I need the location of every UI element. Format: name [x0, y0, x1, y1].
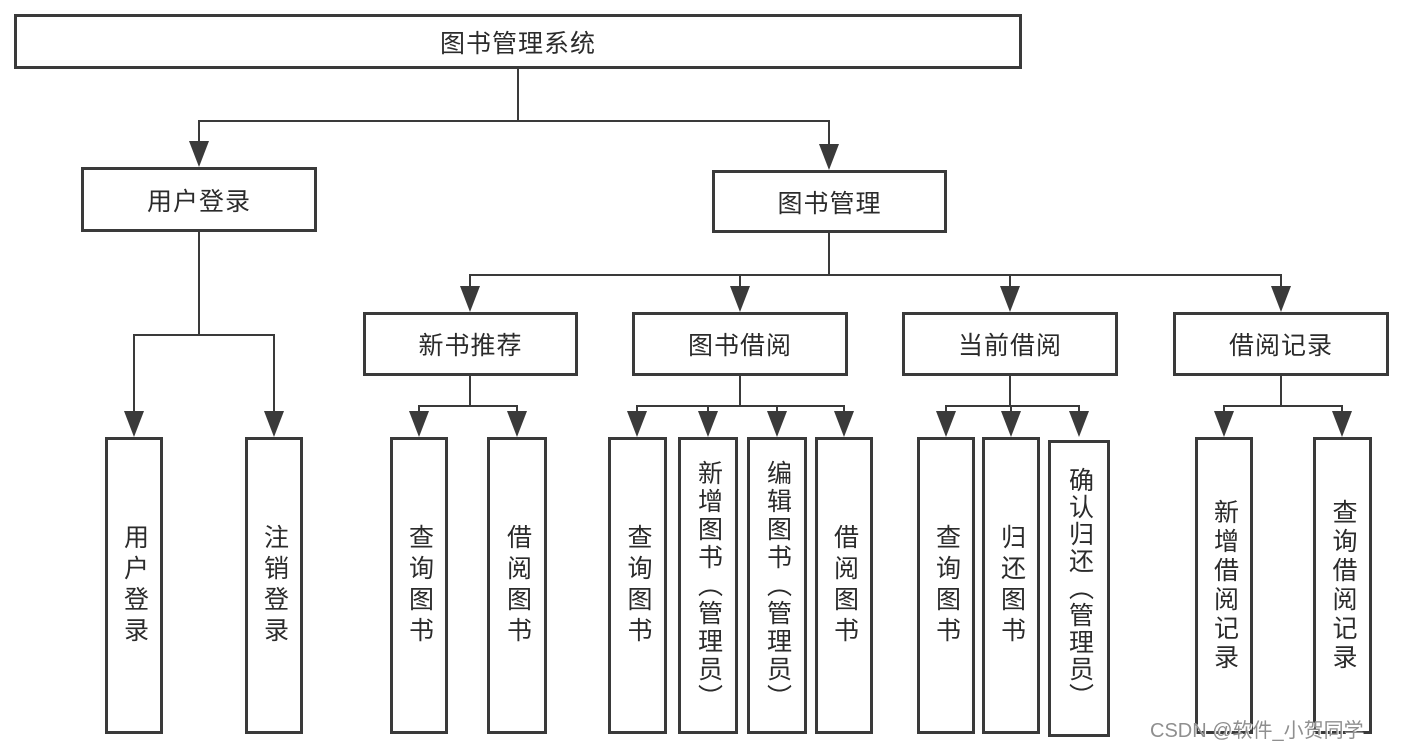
connector-drop — [273, 334, 275, 413]
connector-drop — [945, 405, 947, 415]
arrow-down-icon — [834, 411, 854, 437]
connector-current-borrow-stem — [1009, 376, 1011, 407]
connector-user-login-stem — [198, 232, 200, 336]
connector-drop — [1010, 405, 1012, 415]
connector-drop — [1078, 405, 1080, 415]
connector-user-login-rail — [133, 334, 275, 336]
connector-drop — [739, 274, 741, 287]
node-current-borrow: 当前借阅 — [902, 312, 1118, 376]
connector-root-stem — [517, 68, 519, 121]
arrow-down-icon — [819, 144, 839, 170]
connector-drop — [707, 405, 709, 415]
connector-drop — [1280, 274, 1282, 287]
node-label: 查询借阅记录 — [1329, 498, 1357, 673]
node-leaf-confirm-return-admin: 确认归还（管理员） — [1048, 440, 1110, 737]
node-leaf-query-books-1: 查询图书 — [390, 437, 448, 734]
connector-drop — [516, 405, 518, 415]
node-leaf-edit-books-admin: 编辑图书（管理员） — [747, 437, 807, 734]
connector-drop — [469, 274, 471, 287]
node-label: 新增借阅记录 — [1210, 498, 1239, 673]
arrow-down-icon — [627, 411, 647, 437]
node-label: 查询图书 — [405, 523, 434, 648]
node-user-login: 用户登录 — [81, 167, 317, 232]
connector-current-borrow-rail — [945, 405, 1080, 407]
node-label: 编辑图书（管理员） — [763, 459, 792, 712]
node-leaf-logout: 注销登录 — [245, 437, 303, 734]
node-leaf-add-books-admin: 新增图书（管理员） — [678, 437, 738, 734]
connector-book-mgmt-stem — [828, 233, 830, 275]
connector-drop — [843, 405, 845, 415]
connector-borrow-record-stem — [1280, 376, 1282, 407]
node-label: 新增图书（管理员） — [694, 459, 723, 712]
arrow-down-icon — [507, 411, 527, 437]
arrow-down-icon — [124, 411, 144, 437]
node-label: 新书推荐 — [418, 332, 523, 360]
node-leaf-query-books-3: 查询图书 — [917, 437, 975, 734]
node-label: 借阅图书 — [503, 523, 532, 648]
node-leaf-query-borrow-record: 查询借阅记录 — [1313, 437, 1372, 734]
node-new-book-recommend: 新书推荐 — [363, 312, 578, 376]
node-label: 用户登录 — [146, 187, 251, 216]
connector-drop — [418, 405, 420, 415]
connector-new-book-rail — [418, 405, 518, 407]
node-leaf-query-books-2: 查询图书 — [608, 437, 667, 734]
connector-book-borrow-stem — [739, 376, 741, 407]
connector-drop — [133, 334, 135, 413]
arrow-down-icon — [1001, 411, 1021, 437]
arrow-down-icon — [189, 141, 209, 167]
connector-drop — [1009, 274, 1011, 287]
arrow-down-icon — [1000, 286, 1020, 312]
connector-drop — [198, 120, 200, 143]
connector-book-mgmt-rail — [469, 274, 1282, 276]
connector-root-rail — [198, 120, 830, 122]
node-label: 图书借阅 — [687, 332, 792, 360]
node-label: 借阅图书 — [830, 523, 859, 648]
arrow-down-icon — [730, 286, 750, 312]
arrow-down-icon — [1332, 411, 1352, 437]
connector-drop — [776, 405, 778, 415]
node-label: 查询图书 — [624, 523, 652, 648]
connector-borrow-record-rail — [1223, 405, 1343, 407]
node-leaf-add-borrow-record: 新增借阅记录 — [1195, 437, 1253, 734]
arrow-down-icon — [698, 411, 718, 437]
connector-drop — [1341, 405, 1343, 415]
node-leaf-user-login: 用户登录 — [105, 437, 163, 734]
node-root: 图书管理系统 — [14, 14, 1022, 69]
node-leaf-borrow-books-2: 借阅图书 — [815, 437, 873, 734]
node-label: 当前借阅 — [957, 332, 1062, 360]
node-borrow-records: 借阅记录 — [1173, 312, 1389, 376]
node-book-management: 图书管理 — [712, 170, 947, 233]
arrow-down-icon — [936, 411, 956, 437]
node-leaf-borrow-books-1: 借阅图书 — [487, 437, 547, 734]
node-leaf-return-books: 归还图书 — [982, 437, 1040, 734]
node-label: 图书管理 — [777, 189, 882, 218]
connector-drop — [636, 405, 638, 415]
arrow-down-icon — [767, 411, 787, 437]
node-label: 借阅记录 — [1228, 332, 1333, 360]
node-book-borrow: 图书借阅 — [632, 312, 848, 376]
arrow-down-icon — [1271, 286, 1291, 312]
connector-book-borrow-rail — [636, 405, 845, 407]
arrow-down-icon — [264, 411, 284, 437]
node-label: 注销登录 — [260, 523, 289, 648]
connector-drop — [828, 120, 830, 146]
arrow-down-icon — [1069, 411, 1089, 437]
node-label: 确认归还（管理员） — [1065, 467, 1094, 710]
arrow-down-icon — [409, 411, 429, 437]
arrow-down-icon — [1214, 411, 1234, 437]
node-label: 图书管理系统 — [439, 29, 596, 58]
connector-drop — [1223, 405, 1225, 415]
node-label: 查询图书 — [932, 523, 961, 648]
node-label: 归还图书 — [997, 523, 1026, 648]
csdn-watermark: CSDN @软件_小贺同学 — [1150, 720, 1364, 742]
connector-new-book-stem — [469, 376, 471, 407]
arrow-down-icon — [460, 286, 480, 312]
node-label: 用户登录 — [120, 523, 149, 648]
